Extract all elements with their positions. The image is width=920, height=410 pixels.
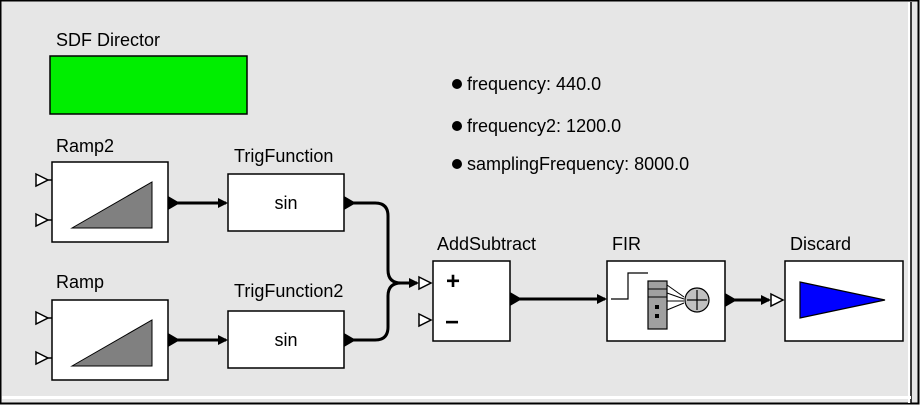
fir-filter-icon [611, 272, 710, 330]
minus-sign: − [445, 309, 459, 336]
actor-trig-function2[interactable]: TrigFunction2 sin [227, 281, 345, 369]
bullet-icon [452, 159, 462, 169]
param-frequency[interactable]: frequency: 440.0 [467, 74, 601, 94]
input-port-icon[interactable] [770, 292, 785, 308]
output-port-icon[interactable] [168, 196, 180, 210]
param-sampling-frequency[interactable]: samplingFrequency: 8000.0 [467, 154, 689, 174]
output-port-icon[interactable] [344, 333, 356, 347]
director-label: SDF Director [56, 30, 160, 50]
add-subtract-label: AddSubtract [437, 234, 536, 254]
actor-trig-function[interactable]: TrigFunction sin [227, 146, 345, 232]
ramp-icon [70, 181, 153, 229]
input-port-icon[interactable] [35, 350, 50, 366]
output-port-icon[interactable] [344, 196, 356, 210]
bottom-edge-line [2, 396, 911, 399]
ramp2-label: Ramp2 [56, 136, 114, 156]
output-port-icon[interactable] [510, 292, 522, 306]
param-frequency2[interactable]: frequency2: 1200.0 [467, 116, 621, 136]
input-port-icon[interactable] [35, 212, 50, 228]
ramp-icon [70, 319, 153, 367]
bullet-icon [452, 121, 462, 131]
discard-label: Discard [790, 234, 851, 254]
right-edge-line [908, 2, 911, 403]
discard-triangle-icon [799, 281, 886, 319]
relation-trig2-add[interactable] [344, 281, 417, 342]
fir-label: FIR [612, 234, 641, 254]
input-port-icon[interactable] [35, 310, 50, 326]
output-port-icon[interactable] [725, 293, 737, 307]
parameter-list: frequency: 440.0 frequency2: 1200.0 samp… [452, 74, 689, 174]
trig-function-label: TrigFunction [234, 146, 333, 166]
sdf-director[interactable]: SDF Director [49, 30, 248, 115]
actor-add-subtract[interactable]: AddSubtract + − [418, 234, 536, 342]
actor-ramp[interactable]: Ramp [35, 272, 169, 381]
output-ports [168, 196, 737, 347]
input-port-icon[interactable] [418, 312, 433, 328]
bullet-icon [452, 79, 462, 89]
actor-ramp2[interactable]: Ramp2 [35, 136, 169, 243]
trig-function2-label: TrigFunction2 [234, 281, 343, 301]
output-port-icon[interactable] [168, 333, 180, 347]
director-box[interactable] [49, 55, 248, 115]
actor-discard[interactable]: Discard [770, 234, 904, 342]
actor-fir[interactable]: FIR [606, 234, 726, 342]
trig-function2-op: sin [274, 330, 297, 350]
plus-sign: + [446, 268, 460, 295]
trig-function-op: sin [274, 193, 297, 213]
input-port-icon[interactable] [35, 172, 50, 188]
ramp-label: Ramp [56, 272, 104, 292]
input-port-icon[interactable] [418, 275, 433, 291]
